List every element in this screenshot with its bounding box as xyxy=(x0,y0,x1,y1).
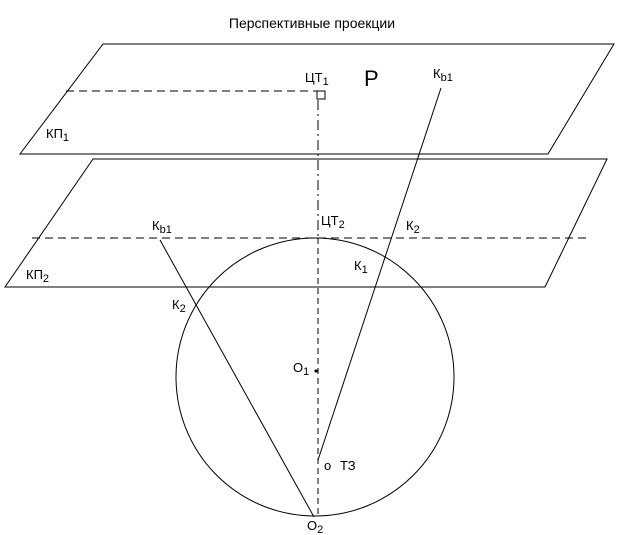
o1-label: О1 xyxy=(293,360,309,378)
diagram-title: Перспективные проекции xyxy=(229,15,395,31)
tz-point-label: о xyxy=(324,458,331,473)
kp1-label: КП1 xyxy=(46,126,69,144)
k2-right-label: К2 xyxy=(406,218,420,236)
k2-left-label: К2 xyxy=(172,297,186,315)
k1-label: К1 xyxy=(354,258,368,276)
p-label: Р xyxy=(364,66,379,91)
tz-label: ТЗ xyxy=(340,458,356,473)
ray-top xyxy=(317,87,442,461)
o2-label: О2 xyxy=(307,518,323,535)
ct1-label: ЦТ1 xyxy=(305,70,329,88)
kb1-left-label: Кb1 xyxy=(152,218,172,236)
kb1-top-label: Кb1 xyxy=(433,66,453,84)
ray-left xyxy=(159,239,315,518)
kp2-label: КП2 xyxy=(26,267,49,285)
ct2-label: ЦТ2 xyxy=(321,213,345,231)
ct1-marker xyxy=(316,90,326,100)
upper-plane xyxy=(18,43,615,155)
o1-point xyxy=(314,369,318,373)
sphere-circle xyxy=(175,237,455,517)
lower-plane xyxy=(4,158,608,288)
